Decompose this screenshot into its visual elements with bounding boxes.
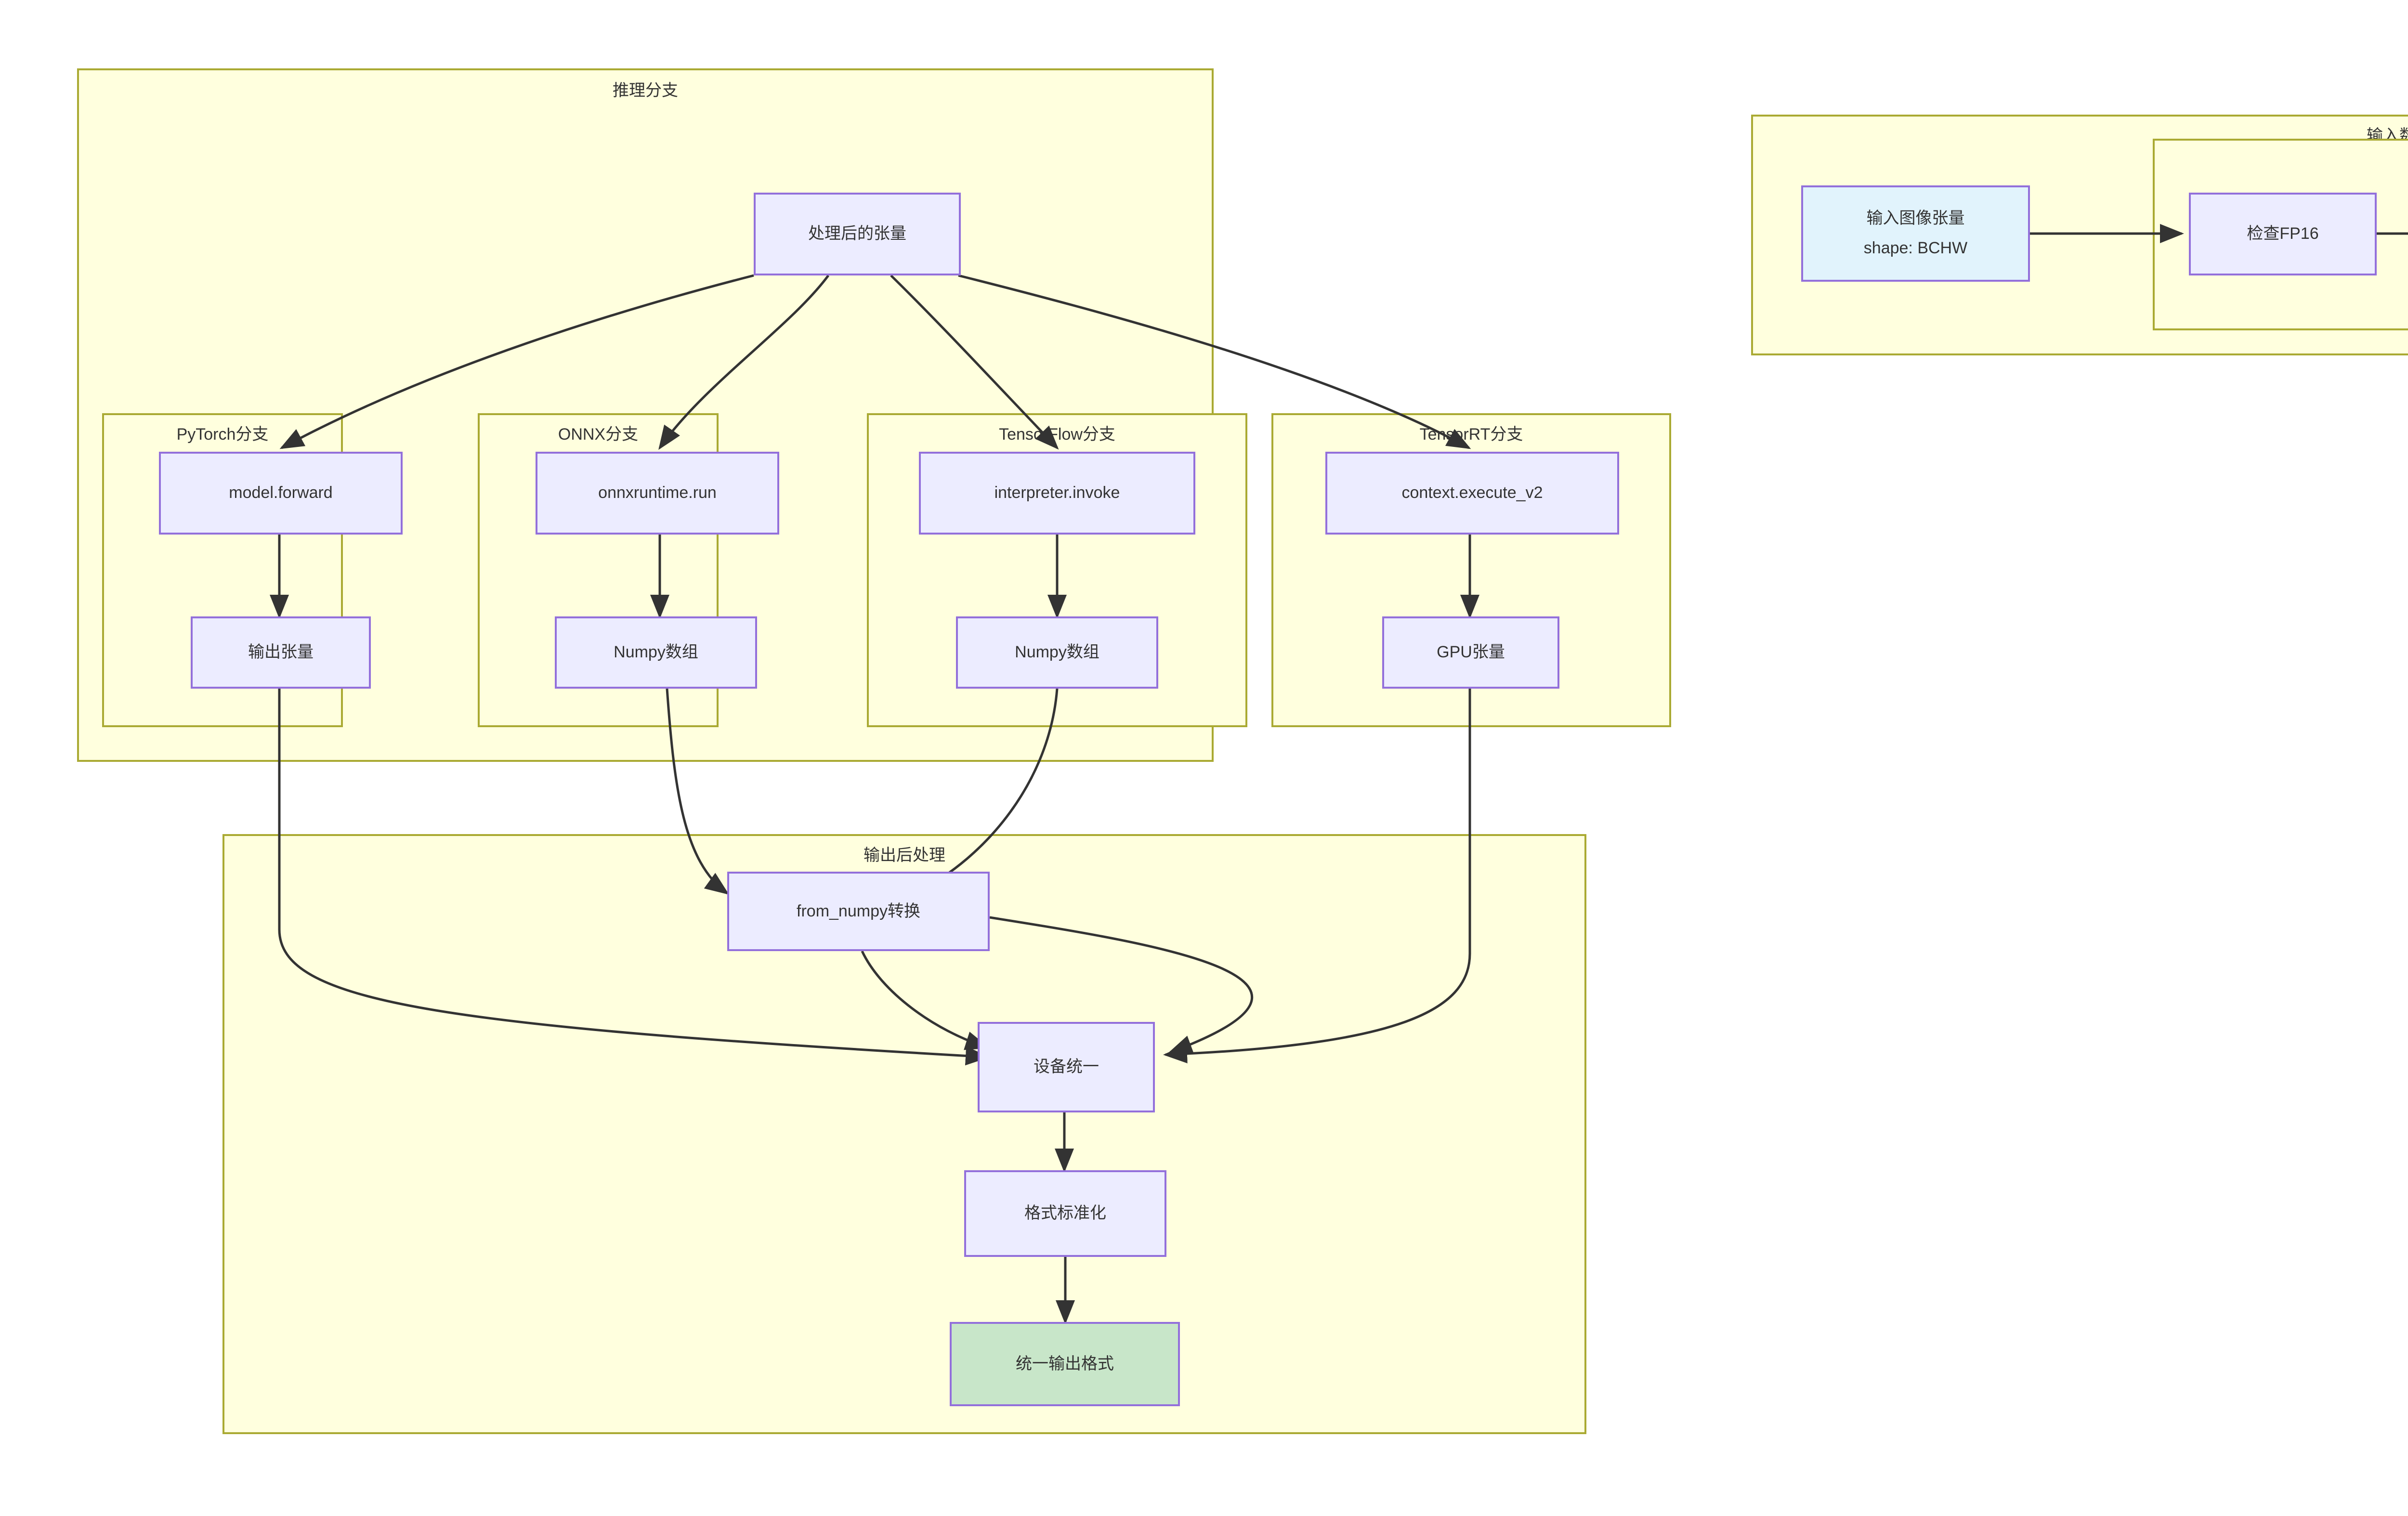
node-label-output-tensor: 输出张量 <box>248 643 314 662</box>
node-label-interpreter-invoke: interpreter.invoke <box>994 484 1120 502</box>
node-label-onnxruntime-run: onnxruntime.run <box>598 484 717 502</box>
node-label-numpy-array-tf: Numpy数组 <box>1015 643 1099 662</box>
node-label-gpu-tensor: GPU张量 <box>1437 643 1505 662</box>
cluster-label-onnx-branch: ONNX分支 <box>558 425 639 444</box>
node-from-numpy-convert[interactable]: from_numpy转换 <box>727 872 990 951</box>
node-numpy-array-tf[interactable]: Numpy数组 <box>956 616 1158 689</box>
node-label-numpy-array-onnx: Numpy数组 <box>614 643 698 662</box>
node-unified-output-format[interactable]: 统一输出格式 <box>950 1322 1180 1406</box>
node-gpu-tensor[interactable]: GPU张量 <box>1382 616 1559 689</box>
cluster-label-output-postprocess: 输出后处理 <box>864 846 945 864</box>
node-interpreter-invoke[interactable]: interpreter.invoke <box>919 452 1195 535</box>
cluster-label-pytorch-branch: PyTorch分支 <box>176 425 269 444</box>
node-label-processed-tensor: 处理后的张量 <box>808 224 906 243</box>
node-device-unify[interactable]: 设备统一 <box>978 1022 1155 1112</box>
node-model-forward[interactable]: model.forward <box>159 452 403 535</box>
node-label-check-fp16: 检查FP16 <box>2247 224 2319 243</box>
node-label-input-image-tensor-line2: shape: BCHW <box>1863 239 1968 257</box>
cluster-label-tensorrt-branch: TensorRT分支 <box>1419 425 1523 444</box>
node-label-input-image-tensor-line1: 输入图像张量 <box>1866 209 1965 228</box>
cluster-label-tensorflow-branch: TensorFlow分支 <box>999 425 1115 444</box>
cluster-label-inference-branch: 推理分支 <box>613 81 678 100</box>
node-check-fp16[interactable]: 检查FP16 <box>2189 193 2377 275</box>
node-label-device-unify: 设备统一 <box>1034 1058 1099 1076</box>
cluster-label-preprocess: 预处理 <box>2155 150 2408 168</box>
node-label-model-forward: model.forward <box>229 484 333 502</box>
node-output-tensor[interactable]: 输出张量 <box>191 616 371 689</box>
node-format-standardize[interactable]: 格式标准化 <box>964 1170 1166 1257</box>
node-processed-tensor[interactable]: 处理后的张量 <box>754 193 961 275</box>
node-input-image-tensor[interactable]: 输入图像张量 shape: BCHW <box>1801 185 2030 282</box>
node-numpy-array-onnx[interactable]: Numpy数组 <box>555 616 757 689</box>
node-label-unified-output-format: 统一输出格式 <box>1016 1354 1114 1373</box>
node-onnxruntime-run[interactable]: onnxruntime.run <box>536 452 779 535</box>
node-context-execute-v2[interactable]: context.execute_v2 <box>1325 452 1619 535</box>
node-label-format-standardize: 格式标准化 <box>1024 1204 1106 1223</box>
node-label-from-numpy-convert: from_numpy转换 <box>797 902 920 920</box>
node-label-context-execute-v2: context.execute_v2 <box>1401 484 1543 502</box>
